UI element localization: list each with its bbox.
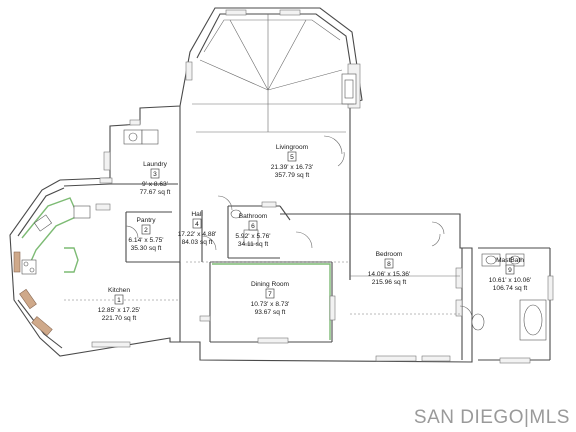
room-area: 93.67 sq ft: [255, 309, 286, 316]
room-dimensions: 12.85' x 17.25': [98, 307, 140, 314]
kitchen-counter-outline: [21, 197, 79, 269]
room-dimensions: 21.39' x 16.73': [271, 164, 313, 171]
room-area: 215.96 sq ft: [372, 279, 407, 286]
room-label-laundry: Laundry 3 9' x 8.63'77.67 sq ft: [140, 161, 171, 196]
room-number-box: [141, 224, 151, 235]
room-area: 77.67 sq ft: [140, 189, 171, 196]
kitchen-island-outline: [64, 247, 79, 273]
watermark: SAN DIEGO|MLS: [413, 407, 570, 428]
room-name: Kitchen: [108, 287, 130, 294]
room-name: Laundry: [143, 161, 168, 168]
room-number: 6: [251, 223, 255, 230]
room-number: 5: [290, 154, 294, 161]
room-number: 1: [117, 297, 121, 304]
room-label-hall: Hall 4 17.22' x 4.88'84.03 sq ft: [178, 211, 217, 246]
room-labels: Kitchen 1 12.85' x 17.25'221.70 sq ft Pantr…: [98, 144, 531, 322]
room-number: 2: [144, 227, 148, 234]
room-area: 106.74 sq ft: [493, 285, 528, 292]
room-dimensions: 14.06' x 15.36': [368, 271, 410, 278]
room-label-bedroom: Bedroom 8 14.06' x 15.36'215.96 sq ft: [368, 251, 410, 286]
room-name: Bedroom: [376, 251, 403, 258]
room-dimensions: 17.22' x 4.88': [178, 231, 217, 238]
room-number-box: [150, 168, 160, 179]
room-number: 3: [153, 171, 157, 178]
room-dimensions: 10.73' x 8.73': [251, 301, 290, 308]
room-number: 4: [195, 221, 199, 228]
room-number: 9: [508, 267, 512, 274]
doors: [125, 135, 473, 319]
room-number: 7: [268, 291, 272, 298]
room-number-box: [287, 151, 297, 162]
room-label-pantry: Pantry 2 6.14' x 5.75'35.30 sq ft: [128, 217, 163, 252]
room-number-box: [192, 218, 202, 229]
room-name: Dining Room: [251, 281, 290, 288]
room-label-bathroom: Bathroom 6 5.92' x 5.76'34.11 sq ft: [235, 213, 270, 248]
room-label-livingroom: Livingroom 5 21.39' x 16.73'357.79 sq ft: [271, 144, 313, 179]
room-name: Bathroom: [239, 213, 268, 220]
ceiling-lines: [64, 14, 460, 315]
room-label-kitchen: Kitchen 1 12.85' x 17.25'221.70 sq ft: [98, 287, 140, 322]
room-name: Livingroom: [276, 144, 309, 151]
room-label-diningroom: Dining Room 7 10.73' x 8.73'93.67 sq ft: [251, 281, 290, 316]
room-number-box: [265, 288, 275, 299]
room-area: 221.70 sq ft: [102, 315, 137, 322]
room-label-mastbath: MastBath 9 10.61' x 10.06'106.74 sq ft: [489, 257, 531, 292]
room-area: 84.03 sq ft: [182, 239, 213, 246]
room-name: Hall: [191, 211, 203, 218]
room-area: 357.79 sq ft: [275, 172, 310, 179]
room-number-box: [384, 258, 394, 269]
room-number-box: [114, 294, 124, 305]
room-number-box: [248, 220, 258, 231]
room-name: Pantry: [136, 217, 156, 224]
room-dimensions: 9' x 8.63': [142, 181, 168, 188]
room-area: 34.11 sq ft: [238, 241, 268, 248]
fixtures: [21, 73, 547, 341]
room-dimensions: 6.14' x 5.75': [128, 237, 163, 244]
room-number: 8: [387, 261, 391, 268]
room-dimensions: 10.61' x 10.06': [489, 277, 531, 284]
room-name: MastBath: [496, 257, 524, 264]
room-area: 35.30 sq ft: [131, 245, 162, 252]
room-dimensions: 5.92' x 5.76': [235, 233, 270, 240]
room-number-box: [505, 264, 515, 275]
